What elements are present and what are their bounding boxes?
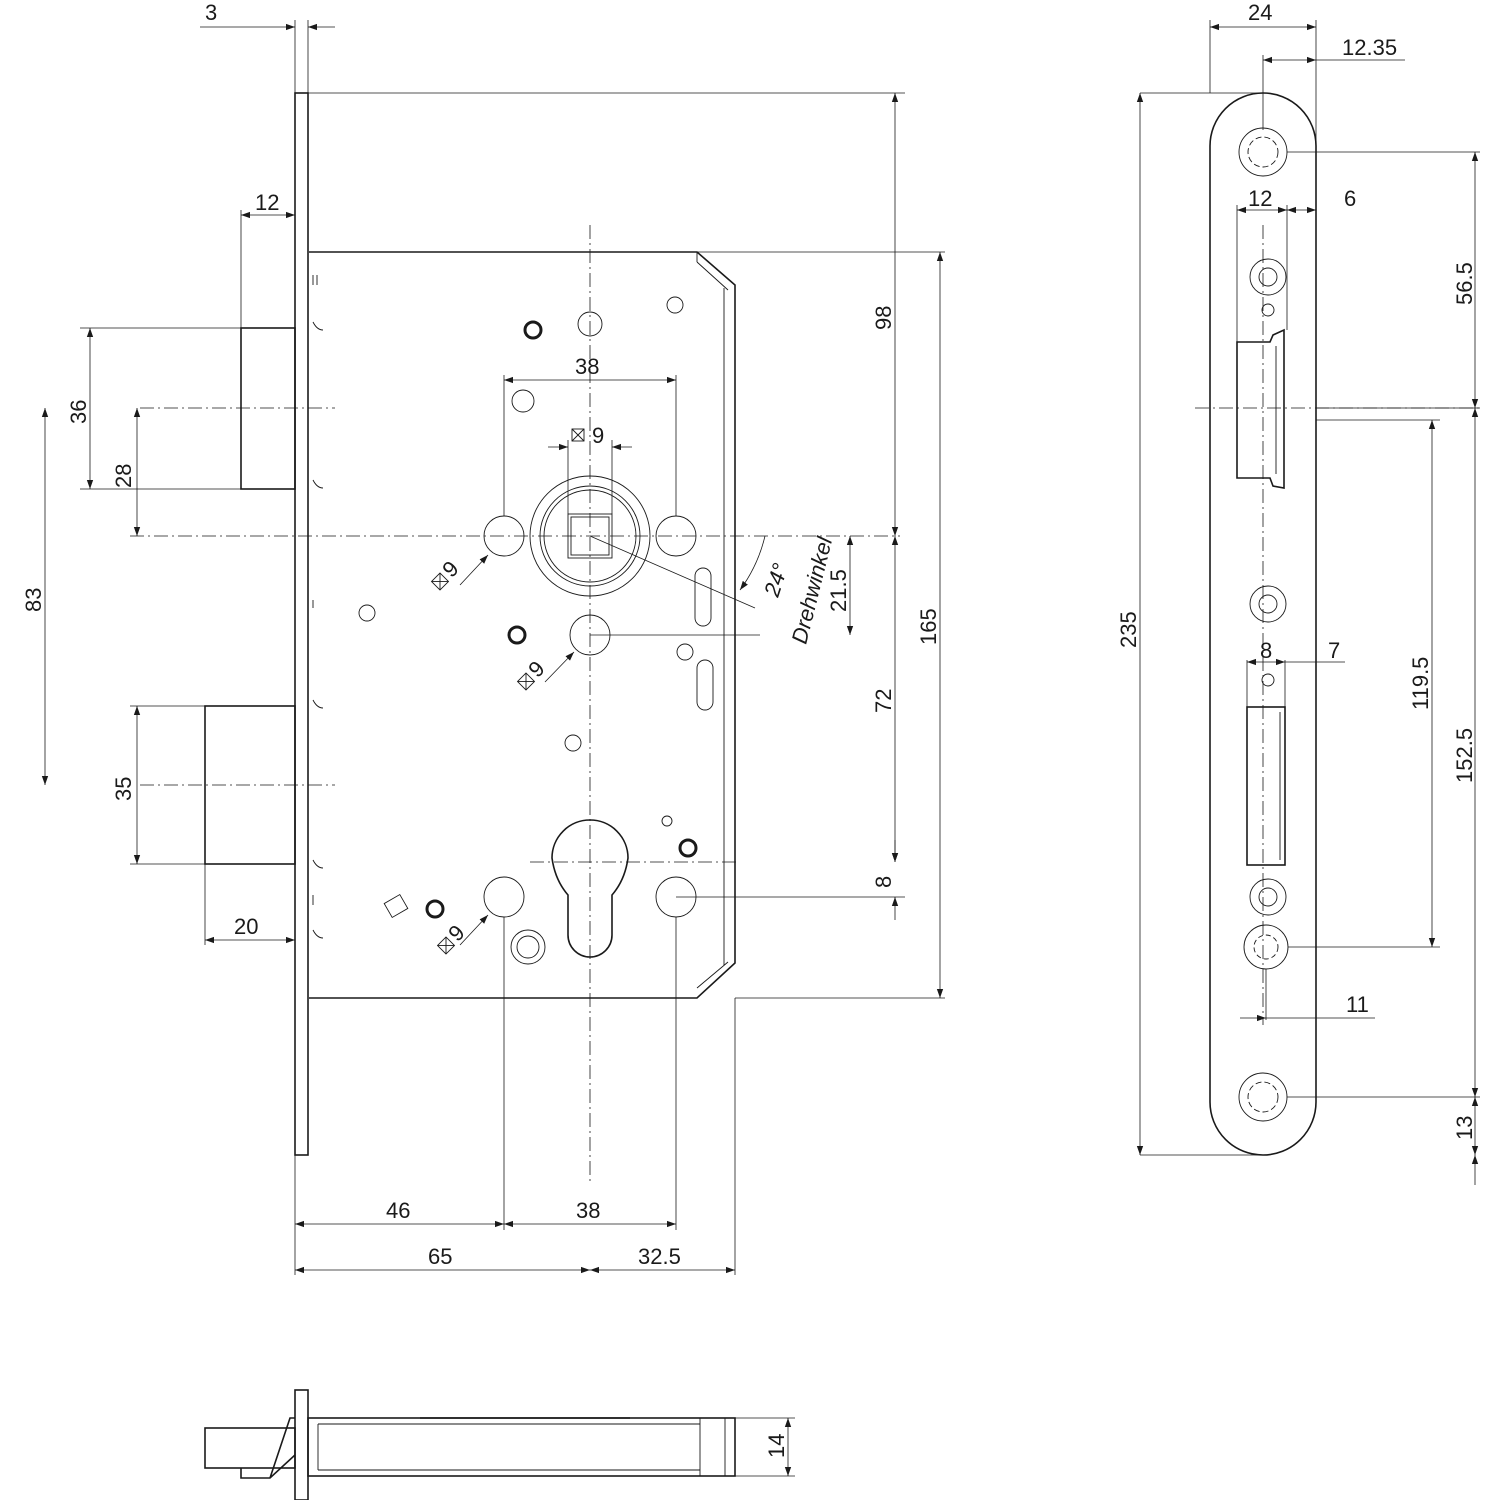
dim-8: 8 xyxy=(871,876,896,888)
dim-12-35: 12.35 xyxy=(1342,35,1397,60)
dim-46: 46 xyxy=(386,1198,410,1223)
dim-38-follower: 38 xyxy=(575,354,599,379)
dim-65: 65 xyxy=(428,1244,452,1269)
dim-12-fp: 12 xyxy=(1248,186,1272,211)
case-holes xyxy=(358,296,698,965)
dim-13: 13 xyxy=(1452,1116,1477,1140)
bottom-view: 14 xyxy=(204,1389,795,1500)
dim-angle-24: 24° xyxy=(759,560,793,601)
square-symbol xyxy=(430,572,450,591)
dim-165: 165 xyxy=(916,608,941,645)
latch-bolt xyxy=(240,327,296,490)
dim-98: 98 xyxy=(871,306,896,330)
dim-35: 35 xyxy=(111,777,136,801)
cylinder-cutout xyxy=(551,819,629,958)
slot-upper xyxy=(694,567,712,627)
dim-72: 72 xyxy=(871,689,896,713)
square-symbol xyxy=(571,428,585,442)
dim-6: 6 xyxy=(1344,186,1356,211)
dim-32-5: 32.5 xyxy=(638,1244,681,1269)
fp-extension-lines xyxy=(1140,20,1480,1156)
dim-235: 235 xyxy=(1116,611,1141,648)
faceplate-screws xyxy=(1238,127,1289,1122)
square-symbol xyxy=(436,936,456,955)
lock-case xyxy=(309,251,736,999)
dim-3: 3 xyxy=(205,0,217,25)
dimension-lines xyxy=(41,23,944,1274)
front-view: 3 12 36 28 83 35 20 38 9 9 9 9 24° Drehw… xyxy=(21,0,945,1275)
dim-24: 24 xyxy=(1248,0,1272,25)
dim-38-cylinder: 38 xyxy=(576,1198,600,1223)
dim-152-5: 152.5 xyxy=(1452,728,1477,783)
dim-14: 14 xyxy=(764,1434,789,1458)
bolt-opening xyxy=(1246,706,1286,866)
slot-lower xyxy=(696,659,714,711)
latch-opening xyxy=(1236,328,1285,489)
dim-7: 7 xyxy=(1328,638,1340,663)
dim-21-5: 21.5 xyxy=(826,569,851,612)
dim-119-5: 119.5 xyxy=(1408,657,1433,710)
dim-36: 36 xyxy=(66,400,91,424)
faceplate-view: 24 12.35 12 6 56.5 235 8 7 119.5 152.5 1… xyxy=(1116,0,1480,1185)
dim-20: 20 xyxy=(234,914,258,939)
bottom-case xyxy=(307,1417,736,1477)
bottom-bolt xyxy=(204,1427,296,1469)
dim-square-9: 9 xyxy=(592,423,604,448)
bottom-faceplate xyxy=(294,1389,309,1500)
case-edge-details xyxy=(312,275,324,939)
dim-12: 12 xyxy=(255,190,279,215)
dim-hole-9-b: 9 xyxy=(523,656,549,682)
dim-56-5: 56.5 xyxy=(1452,262,1477,305)
dim-hole-9-a: 9 xyxy=(437,556,463,582)
dim-hole-9-c: 9 xyxy=(443,920,469,946)
square-symbol xyxy=(516,672,536,691)
fp-dimension-lines xyxy=(1136,23,1479,1185)
dim-28: 28 xyxy=(111,464,136,488)
faceplate-strip xyxy=(294,92,309,1156)
extension-lines xyxy=(80,20,945,1275)
bottom-latch xyxy=(240,1417,296,1479)
dim-11: 11 xyxy=(1346,992,1369,1017)
dim-8-fp: 8 xyxy=(1260,638,1272,663)
dim-83: 83 xyxy=(21,588,46,612)
